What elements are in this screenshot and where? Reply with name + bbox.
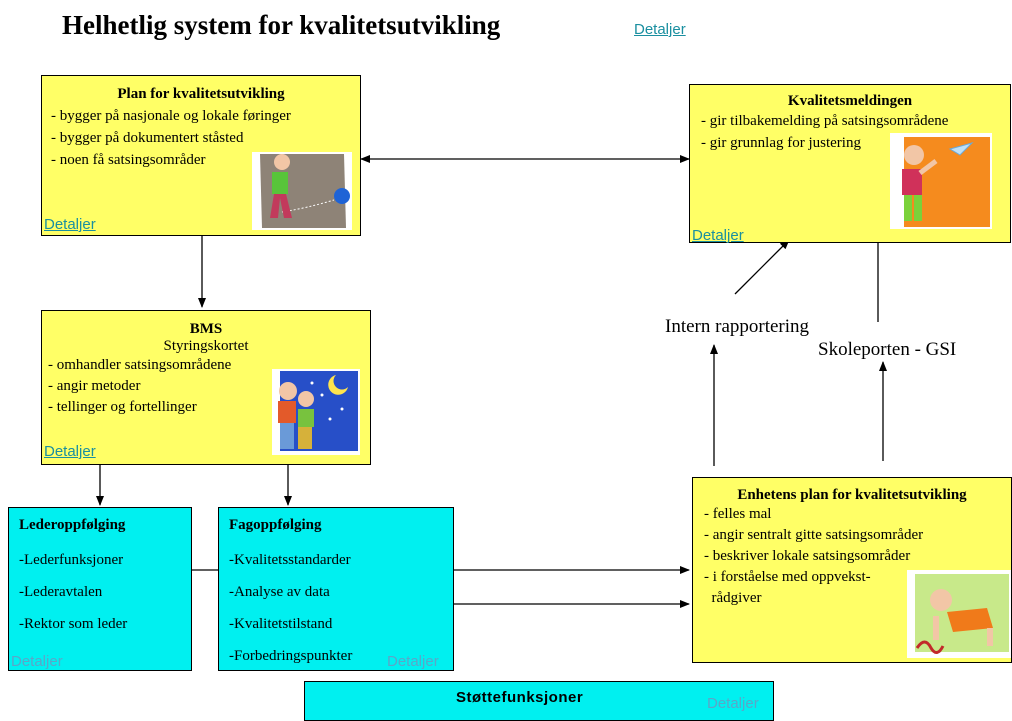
- fagoppfolging-item: -Kvalitetsstandarder: [229, 552, 351, 568]
- kvalitetsmelding-title: Kvalitetsmeldingen: [787, 93, 913, 109]
- stottefunksjoner-details-link[interactable]: Detaljer: [707, 695, 759, 712]
- fagoppfolging-box: Fagoppfølging -Kvalitetsstandarder -Anal…: [218, 507, 454, 671]
- bms-item: - tellinger og fortellinger: [48, 399, 197, 415]
- arrow-intern-kvalitet: [734, 239, 790, 295]
- fagoppfolging-item: -Analyse av data: [229, 584, 330, 600]
- fagoppfolging-details-link[interactable]: Detaljer: [387, 653, 439, 670]
- lederoppfolging-item: -Lederfunksjoner: [19, 552, 124, 568]
- bms-item: - angir metoder: [48, 378, 141, 394]
- bms-box: BMS Styringskortet - omhandler satsingso…: [41, 310, 371, 465]
- child-paperplane-illustration: [890, 133, 992, 229]
- plan-item: - noen få satsingsområder: [51, 152, 206, 168]
- lederoppfolging-details-link[interactable]: Detaljer: [11, 653, 63, 670]
- enhetens-plan-item: - felles mal: [704, 506, 772, 522]
- lederoppfolging-item: -Rektor som leder: [19, 616, 128, 632]
- stottefunksjoner-title: Støttefunksjoner: [456, 689, 584, 706]
- plan-item: - bygger på nasjonale og lokale føringer: [51, 108, 291, 124]
- children-moon-illustration: [272, 369, 360, 455]
- lederoppfolging-box: Lederoppfølging -Lederfunksjoner -Ledera…: [8, 507, 192, 671]
- plan-item: - bygger på dokumentert ståsted: [51, 130, 244, 146]
- enhetens-plan-item: - angir sentralt gitte satsingsområder: [704, 527, 924, 543]
- plan-title: Plan for kvalitetsutvikling: [117, 86, 285, 102]
- enhetens-plan-item: - beskriver lokale satsingsområder: [704, 548, 911, 564]
- enhetens-plan-item: rådgiver: [704, 590, 762, 606]
- enhetens-plan-title: Enhetens plan for kvalitetsutvikling: [737, 487, 967, 503]
- plan-details-link[interactable]: Detaljer: [44, 216, 96, 233]
- enhetens-plan-box: Enhetens plan for kvalitetsutvikling - f…: [692, 477, 1012, 663]
- crawling-child-illustration: [907, 570, 1011, 658]
- bms-item: - omhandler satsingsområdene: [48, 357, 232, 373]
- stottefunksjoner-box: Støttefunksjoner Detaljer: [304, 681, 774, 721]
- bms-title: BMS: [189, 321, 223, 337]
- title-details-link[interactable]: Detaljer: [634, 21, 686, 38]
- skoleporten-label: Skoleporten - GSI: [818, 339, 957, 360]
- child-ball-illustration: [252, 152, 352, 230]
- enhetens-plan-item: - i forståelse med oppvekst-: [704, 569, 871, 585]
- fagoppfolging-title: Fagoppfølging: [229, 517, 322, 533]
- kvalitetsmelding-box: Kvalitetsmeldingen - gir tilbakemelding …: [689, 84, 1011, 244]
- kvalitetsmelding-item: - gir tilbakemelding på satsingsområdene: [701, 113, 949, 129]
- fagoppfolging-item: -Kvalitetstilstand: [229, 616, 333, 632]
- bms-details-link[interactable]: Detaljer: [44, 443, 96, 460]
- kvalitetsmelding-item: - gir grunnlag for justering: [701, 135, 861, 151]
- plan-box: Plan for kvalitetsutvikling - bygger på …: [41, 75, 361, 236]
- lederoppfolging-item: -Lederavtalen: [19, 584, 103, 600]
- lederoppfolging-title: Lederoppfølging: [19, 517, 126, 533]
- intern-rapportering-label: Intern rapportering: [665, 316, 810, 337]
- kvalitetsmelding-details-link[interactable]: Detaljer: [692, 227, 744, 244]
- bms-subtitle: Styringskortet: [163, 338, 249, 354]
- fagoppfolging-item: -Forbedringspunkter: [229, 648, 353, 664]
- page-title: Helhetlig system for kvalitetsutvikling: [62, 10, 501, 40]
